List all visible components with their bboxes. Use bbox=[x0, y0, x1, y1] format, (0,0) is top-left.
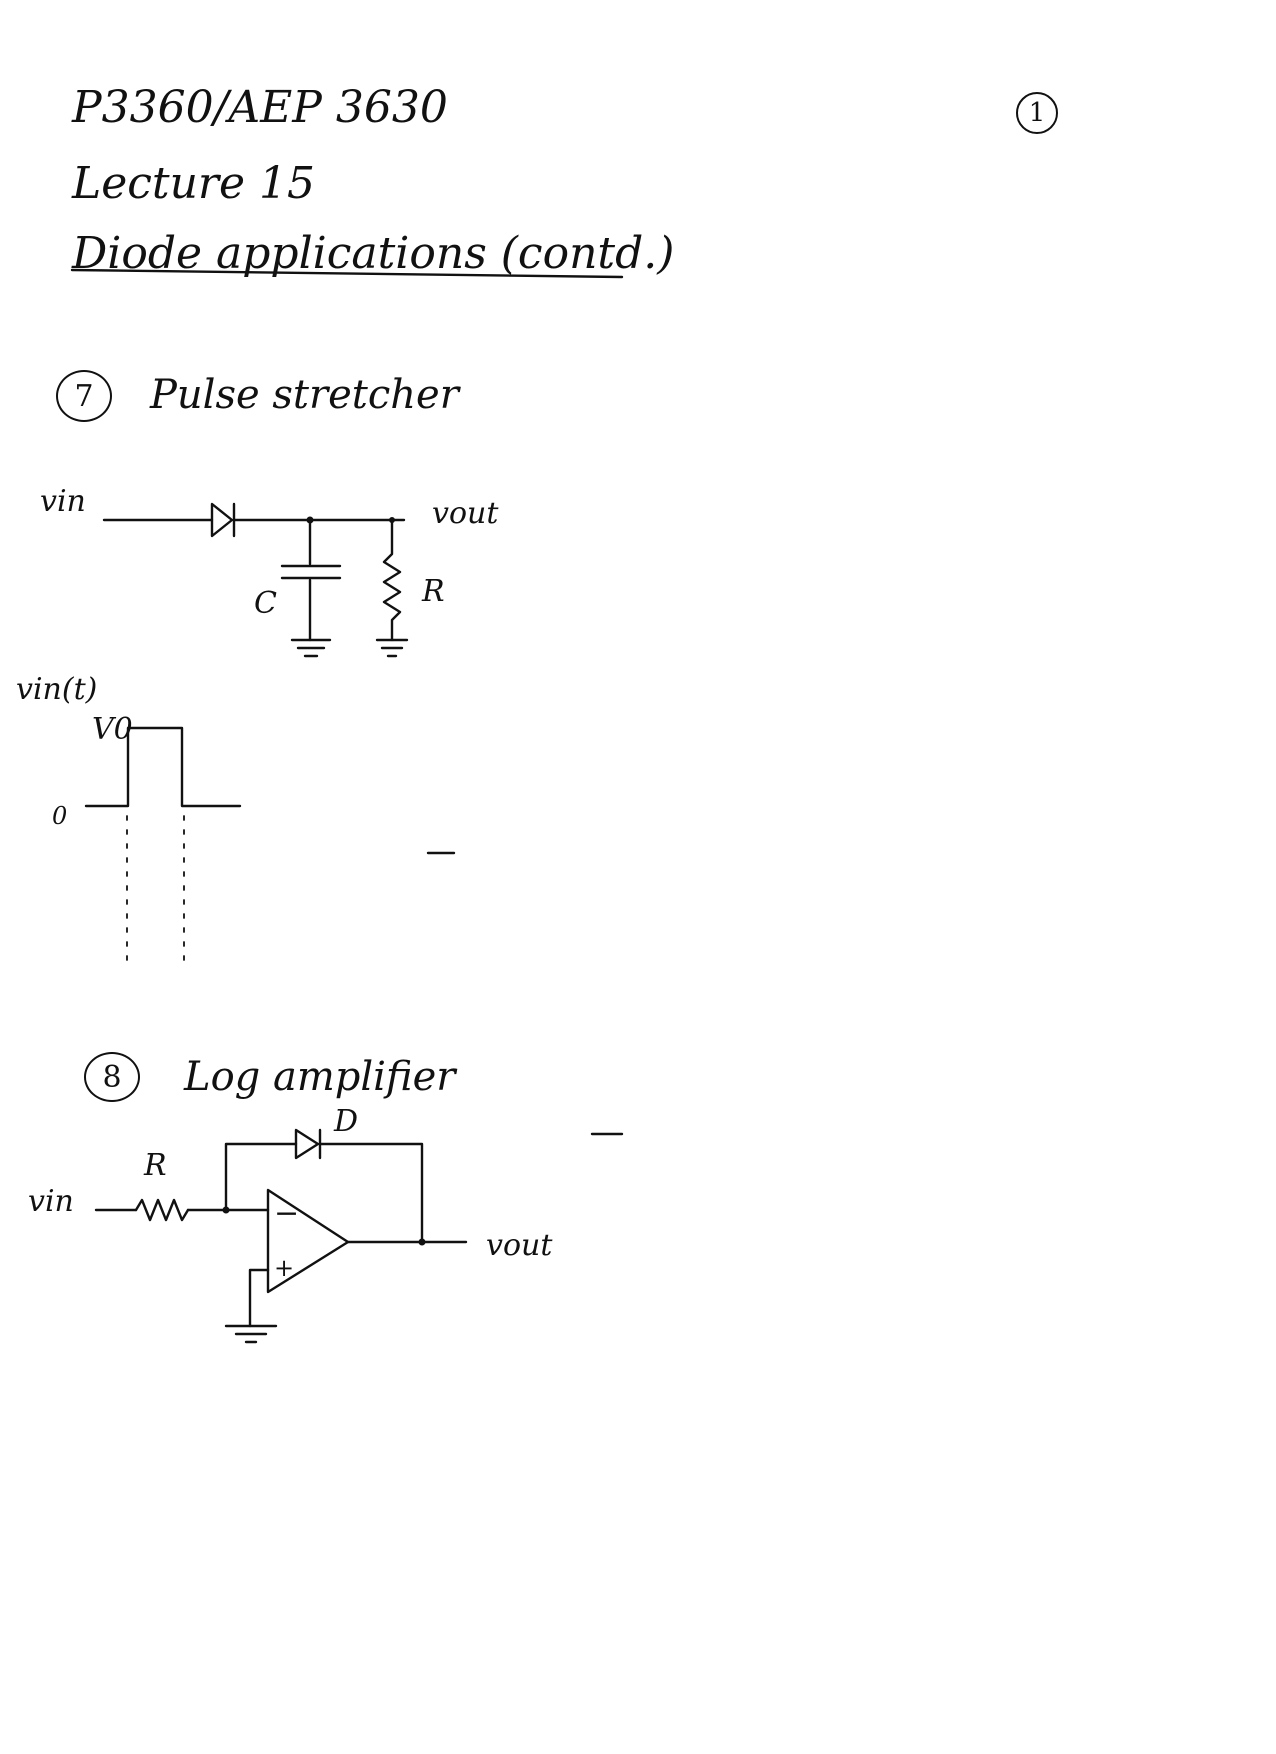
section-8-number: 8 bbox=[102, 1059, 122, 1095]
lecture-title: Lecture 15 bbox=[72, 158, 315, 209]
ground-symbol bbox=[290, 638, 332, 658]
waveform-zero-label: 0 bbox=[52, 802, 68, 830]
log-diode-label: D bbox=[334, 1104, 359, 1139]
section-7-title: Pulse stretcher bbox=[150, 372, 459, 418]
waveform-axis-label: vin(t) bbox=[16, 672, 98, 707]
course-title: P3360/AEP 3630 bbox=[72, 82, 448, 133]
section-7-number: 7 bbox=[74, 378, 94, 414]
page-number: 1 bbox=[1016, 92, 1058, 134]
feedback-wire-right bbox=[318, 1142, 424, 1244]
pulse-input-label: vin bbox=[40, 484, 86, 519]
feedback-wire-left bbox=[224, 1142, 298, 1212]
section-7-marker: 7 bbox=[56, 370, 112, 422]
log-resistor-label: R bbox=[144, 1148, 167, 1183]
waveform-high-label: V0 bbox=[92, 712, 133, 747]
pulse-output-label: vout bbox=[432, 496, 499, 531]
ground-symbol bbox=[224, 1324, 278, 1344]
section-8-marker: 8 bbox=[84, 1052, 140, 1102]
resistor-symbol bbox=[134, 1198, 190, 1222]
capacitor-label: C bbox=[254, 586, 277, 621]
log-input-label: vin bbox=[28, 1184, 74, 1219]
op-amp-minus-label: − bbox=[274, 1196, 300, 1231]
pulse-trace bbox=[84, 726, 242, 808]
resistor-label: R bbox=[422, 574, 445, 609]
diode-symbol bbox=[294, 1128, 322, 1160]
op-amp-plus-label: + bbox=[274, 1254, 295, 1282]
underline-topic bbox=[70, 268, 624, 279]
section-8-title: Log amplifier bbox=[184, 1054, 456, 1100]
ground-symbol bbox=[375, 638, 409, 658]
log-output-label: vout bbox=[486, 1228, 553, 1263]
resistor-symbol bbox=[382, 518, 402, 642]
op-amp-symbol bbox=[266, 1188, 350, 1294]
junction-node bbox=[418, 1238, 426, 1246]
plus-input-wire bbox=[248, 1268, 270, 1328]
page-number-text: 1 bbox=[1028, 98, 1046, 128]
capacitor-symbol bbox=[280, 518, 342, 642]
